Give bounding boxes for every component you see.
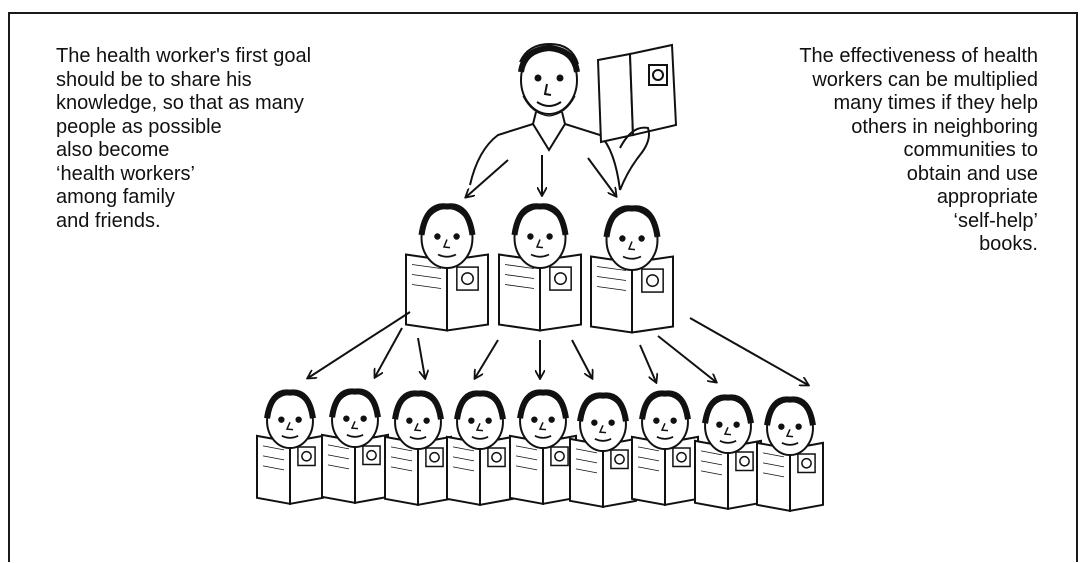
left-caption-line: ‘health workers’ [56, 162, 195, 185]
bottom-person-8 [694, 394, 762, 511]
left-caption-line: people as possible [56, 115, 222, 138]
left-caption-line: among family [56, 186, 175, 208]
face [392, 390, 444, 450]
left-caption-line: also become [56, 139, 170, 161]
right-caption-line: ‘self-help’ [953, 209, 1038, 232]
book-icon [756, 441, 824, 513]
left-caption-line: should be to share his [56, 68, 252, 91]
book-icon [596, 43, 678, 191]
right-caption-line: many times if they help [833, 92, 1038, 114]
middle-person-2 [498, 203, 582, 332]
bottom-person-6 [569, 392, 637, 509]
book-icon [446, 435, 514, 507]
right-caption: The effectiveness of health workers can … [799, 45, 1038, 257]
arrow [571, 339, 592, 378]
right-caption-line: workers can be multiplied [812, 68, 1038, 91]
bottom-person-9 [756, 396, 824, 513]
arrow [639, 344, 656, 382]
book-icon [631, 435, 699, 507]
bottom-person-5 [509, 389, 577, 506]
face [577, 392, 629, 452]
arrows [308, 155, 808, 385]
arrow [308, 311, 411, 378]
right-caption-line: communities to [903, 139, 1039, 161]
book-icon [569, 437, 637, 509]
face [639, 390, 691, 450]
face [329, 388, 381, 448]
arrow [417, 337, 425, 378]
bottom-person-3 [384, 390, 452, 507]
bottom-person-2 [321, 388, 389, 505]
face [764, 396, 816, 456]
face [702, 394, 754, 454]
face [418, 203, 476, 269]
bottom-row [256, 388, 824, 513]
book-icon [498, 253, 582, 332]
arrow [375, 327, 403, 377]
face [511, 203, 569, 269]
left-caption: The health worker's first goal should be… [56, 45, 311, 233]
middle-person-1 [405, 203, 489, 332]
arrow [466, 159, 509, 197]
arrow [587, 157, 616, 196]
arrow [657, 335, 716, 382]
book-icon [509, 434, 577, 506]
right-caption-line: books. [979, 233, 1038, 255]
face [454, 390, 506, 450]
bottom-person-4 [446, 390, 514, 507]
bottom-person-7 [631, 390, 699, 507]
middle-person-3 [590, 205, 674, 334]
left-caption-line: and friends. [56, 209, 161, 232]
right-caption-line: others in neighboring [851, 115, 1038, 138]
book-icon [590, 255, 674, 334]
left-caption-line: knowledge, so that as many [56, 92, 304, 114]
face [603, 205, 661, 271]
bottom-person-1 [256, 389, 324, 506]
arrow [689, 317, 808, 385]
book-icon [384, 435, 452, 507]
left-caption-line: The health worker's first goal [56, 45, 312, 67]
face [517, 389, 569, 449]
top-health-worker [469, 42, 621, 191]
book-icon [405, 253, 489, 332]
right-caption-line: appropriate [936, 186, 1038, 208]
right-caption-line: The effectiveness of health [799, 45, 1038, 67]
right-caption-line: obtain and use [906, 162, 1038, 185]
diagram-frame [8, 12, 1078, 562]
middle-row [405, 203, 674, 334]
arrow [475, 339, 499, 378]
face [264, 389, 316, 449]
